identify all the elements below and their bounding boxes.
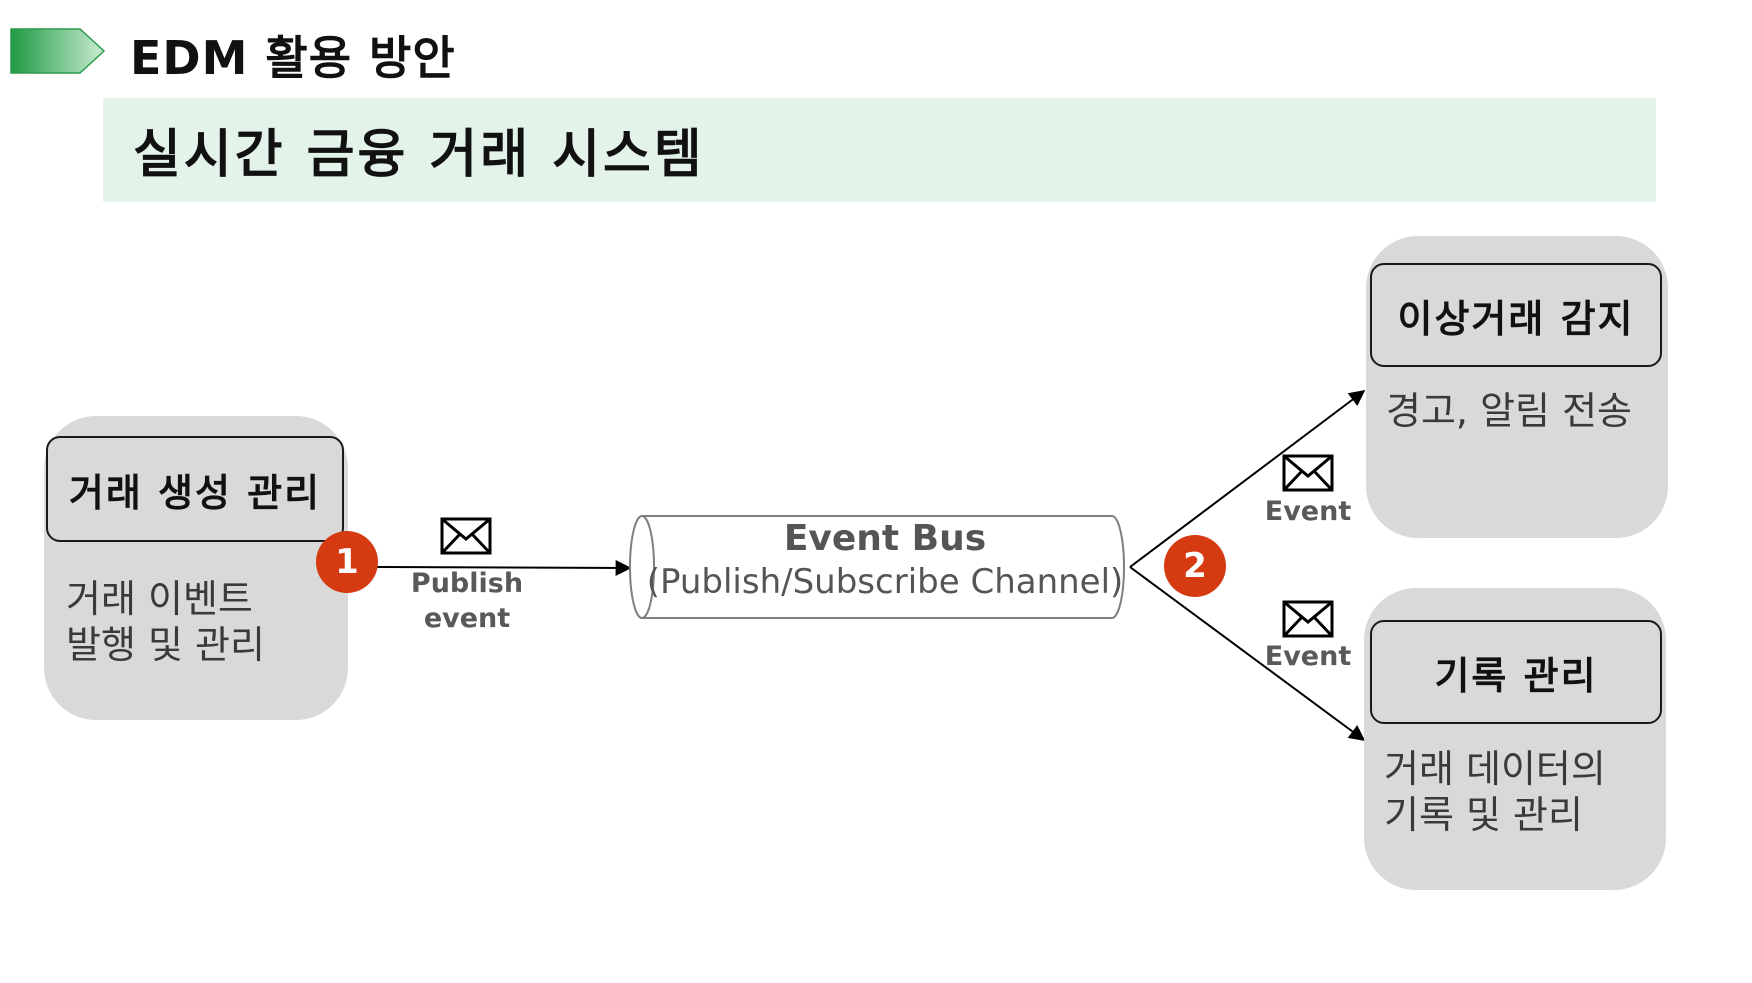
envelope-icon [440,517,492,555]
fanout-arrow-upper [1129,390,1366,568]
fraud-title: 이상거래 감지 [1370,263,1662,367]
subtitle-band [103,98,1656,202]
header-arrow-icon [10,28,106,74]
event-bus-cylinder [629,515,1125,619]
envelope-icon [1282,454,1334,492]
fanout-arrow-lower [1129,566,1366,741]
page-title: EDM 활용 방안 [130,31,456,85]
publish-label-line2: event [423,603,511,634]
record-desc-line1: 거래 데이터의 [1384,747,1606,791]
record-title: 기록 관리 [1370,620,1662,724]
event-label-lower: Event [1264,641,1352,672]
record-desc-line2: 기록 및 관리 [1384,793,1583,837]
producer-desc-line1: 거래 이벤트 [66,577,253,621]
fraud-desc: 경고, 알림 전송 [1386,389,1632,433]
step-2-badge: 2 [1164,535,1226,597]
producer-title: 거래 생성 관리 [46,436,344,542]
publish-label-line1: Publish [410,568,524,599]
event-bus-title: Event Bus [783,518,987,559]
producer-desc-line2: 발행 및 관리 [66,623,265,667]
event-bus-subtitle: (Publish/Subscribe Channel) [646,562,1124,602]
subtitle-text: 실시간 금융 거래 시스템 [133,125,705,185]
event-label-upper: Event [1264,496,1352,527]
envelope-icon [1282,600,1334,638]
step-1-badge: 1 [316,531,378,593]
publish-arrow [375,559,632,576]
